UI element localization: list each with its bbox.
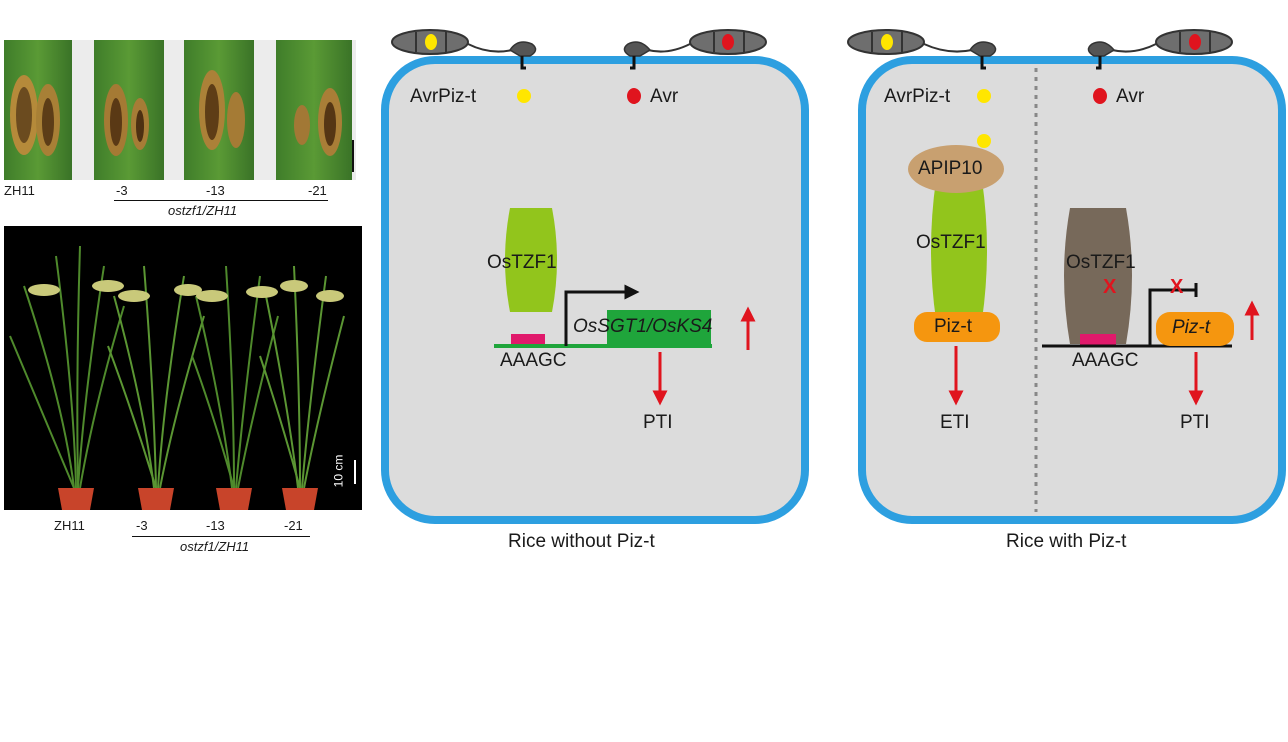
pathogen-1 <box>391 29 537 70</box>
leaf-label-3: -3 <box>116 183 128 198</box>
ostzf1-label: OsTZF1 <box>487 252 557 273</box>
plant-photo-art <box>9 245 356 510</box>
lesion <box>227 92 245 148</box>
lesion <box>16 87 32 143</box>
apip10-label: APIP10 <box>918 158 983 179</box>
avrpiz-t-dot-2 <box>977 89 991 103</box>
lesion <box>110 98 122 146</box>
aaagc-motif-2 <box>1080 334 1116 346</box>
lesion <box>42 98 54 146</box>
ostzf1-protein-right <box>1064 208 1132 344</box>
effector-avr-label-2: Avr <box>1116 86 1145 107</box>
leaf-label-21: -21 <box>308 183 327 198</box>
avrpiz-t-dot <box>517 89 531 103</box>
apip10-protein <box>908 145 1004 193</box>
avr-dot-2 <box>1093 88 1107 104</box>
leaf-group-label: ostzf1/ZH11 <box>168 203 238 218</box>
ostzf1-label-left: OsTZF1 <box>916 232 986 253</box>
lesion <box>205 84 219 140</box>
caption-with-piz-t: Rice with Piz-t <box>1006 531 1127 552</box>
piz-t-gene-label: Piz-t <box>1172 317 1210 338</box>
leaf-label-13: -13 <box>206 183 225 198</box>
leaf-blast-photo <box>4 40 356 180</box>
blocked-promoter <box>1148 288 1196 346</box>
pathogen-2 <box>623 29 767 70</box>
plant-label-13: -13 <box>206 518 225 533</box>
pti-label-2: PTI <box>1180 412 1210 433</box>
eti-label: ETI <box>940 412 970 433</box>
rice-plant-photo: 10 cm <box>4 226 362 510</box>
cell-1-wall <box>381 56 809 524</box>
promoter-arrow <box>564 284 640 346</box>
avr-dot <box>627 88 641 104</box>
aaagc-label: AAAGC <box>500 350 567 371</box>
ostzf1-protein-left <box>931 180 987 320</box>
leaf-photo-art <box>4 40 356 180</box>
plant-zh11 <box>9 245 125 489</box>
plant-label-3: -3 <box>136 518 148 533</box>
target-gene-label: OsSGT1/OsKS4 <box>573 316 713 337</box>
plant-group-label: ostzf1/ZH11 <box>180 539 250 554</box>
piz-t-gene-box <box>1156 312 1234 346</box>
effector-avr-label: Avr <box>650 86 679 107</box>
effector-avrpiz-t-label: AvrPiz-t <box>410 86 477 107</box>
leaf-label-zh11: ZH11 <box>4 183 35 198</box>
lesion <box>294 105 310 145</box>
effector-avrpiz-t-label-2: AvrPiz-t <box>884 86 951 107</box>
lesion <box>136 110 144 142</box>
piz-t-receptor-left <box>914 312 1000 342</box>
ostzf1-protein <box>505 208 557 312</box>
plant-21 <box>259 265 345 489</box>
plant-label-zh11: ZH11 <box>54 518 85 533</box>
target-gene-box <box>607 310 711 346</box>
plant-13 <box>191 265 279 489</box>
lesion <box>324 102 336 146</box>
pathogen-3 <box>847 29 997 70</box>
block-mark-protein: X <box>1103 276 1117 298</box>
cell-with-piz-t <box>847 29 1286 524</box>
plant-group-underline <box>132 536 310 537</box>
scale-bar <box>352 140 354 172</box>
plant-label-21: -21 <box>284 518 303 533</box>
piz-t-label-left: Piz-t <box>934 316 972 337</box>
avrpiz-t-dot-bound <box>977 134 991 148</box>
plant-scale-bar <box>354 460 356 484</box>
cell-without-piz-t <box>381 29 809 524</box>
pti-label: PTI <box>643 412 673 433</box>
pathogen-4 <box>1087 29 1233 70</box>
leaf-group-underline <box>114 200 328 201</box>
caption-without-piz-t: Rice without Piz-t <box>508 531 655 552</box>
aaagc-motif <box>511 334 545 346</box>
ostzf1-label-right: OsTZF1 <box>1066 252 1136 273</box>
panicles <box>28 280 344 302</box>
aaagc-label-2: AAAGC <box>1072 350 1139 371</box>
pots <box>58 488 318 510</box>
block-mark-promoter: X <box>1170 276 1184 298</box>
